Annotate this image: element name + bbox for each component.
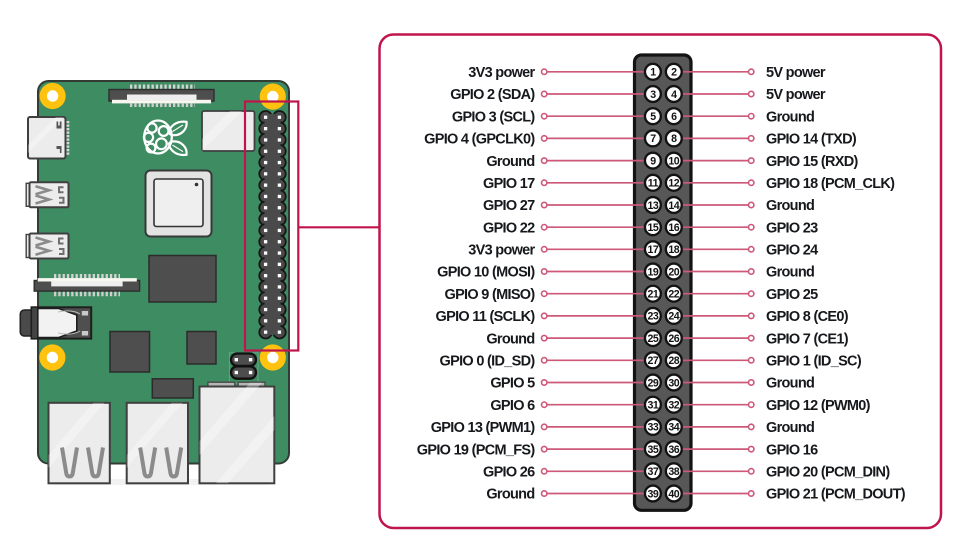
svg-text:GPIO 7 (CE1): GPIO 7 (CE1) — [766, 331, 849, 347]
svg-text:17: 17 — [648, 244, 659, 256]
svg-text:GPIO 27: GPIO 27 — [483, 198, 535, 214]
svg-text:8: 8 — [671, 133, 677, 145]
svg-text:34: 34 — [668, 422, 679, 434]
svg-text:30: 30 — [668, 377, 679, 389]
svg-text:GPIO 22: GPIO 22 — [483, 220, 535, 236]
svg-text:33: 33 — [648, 422, 659, 434]
svg-text:3V3 power: 3V3 power — [468, 65, 535, 81]
svg-text:12: 12 — [668, 178, 679, 190]
svg-text:GPIO 6: GPIO 6 — [490, 398, 535, 414]
svg-text:GPIO 15 (RXD): GPIO 15 (RXD) — [766, 154, 858, 170]
svg-text:Ground: Ground — [766, 265, 814, 281]
svg-text:GPIO 4 (GPCLK0): GPIO 4 (GPCLK0) — [424, 132, 535, 148]
svg-text:Ground: Ground — [486, 331, 534, 347]
svg-text:Ground: Ground — [766, 420, 814, 436]
svg-text:5V power: 5V power — [766, 87, 826, 103]
svg-text:38: 38 — [668, 466, 679, 478]
svg-text:37: 37 — [648, 466, 659, 478]
svg-text:GPIO 0 (ID_SD): GPIO 0 (ID_SD) — [440, 354, 536, 370]
svg-text:11: 11 — [648, 178, 659, 190]
svg-text:5V power: 5V power — [766, 65, 826, 81]
svg-text:GPIO 16: GPIO 16 — [766, 442, 818, 458]
svg-text:GPIO 20 (PCM_DIN): GPIO 20 (PCM_DIN) — [766, 465, 890, 481]
svg-text:22: 22 — [668, 289, 679, 301]
svg-text:16: 16 — [668, 222, 679, 234]
svg-text:GPIO 23: GPIO 23 — [766, 220, 818, 236]
svg-text:GPIO 18 (PCM_CLK): GPIO 18 (PCM_CLK) — [766, 176, 895, 192]
svg-text:GPIO 19 (PCM_FS): GPIO 19 (PCM_FS) — [417, 442, 536, 458]
svg-text:2: 2 — [671, 67, 677, 79]
svg-text:GPIO 11 (SCLK): GPIO 11 (SCLK) — [436, 309, 536, 325]
svg-text:9: 9 — [650, 155, 656, 167]
svg-text:18: 18 — [668, 244, 679, 256]
svg-text:5: 5 — [650, 111, 656, 123]
svg-text:14: 14 — [668, 200, 679, 212]
svg-text:GPIO 3 (SCL): GPIO 3 (SCL) — [452, 109, 536, 125]
svg-text:3V3 power: 3V3 power — [468, 243, 535, 259]
svg-text:32: 32 — [668, 400, 679, 412]
svg-text:Ground: Ground — [486, 487, 534, 503]
svg-text:Ground: Ground — [486, 154, 534, 170]
svg-text:35: 35 — [648, 444, 659, 456]
svg-text:15: 15 — [648, 222, 659, 234]
svg-text:13: 13 — [648, 200, 659, 212]
svg-text:Ground: Ground — [766, 198, 814, 214]
svg-text:GPIO 8 (CE0): GPIO 8 (CE0) — [766, 309, 849, 325]
svg-text:39: 39 — [648, 488, 659, 500]
svg-text:29: 29 — [648, 377, 659, 389]
svg-text:23: 23 — [648, 311, 659, 323]
svg-text:GPIO 25: GPIO 25 — [766, 287, 818, 303]
svg-text:26: 26 — [668, 333, 679, 345]
svg-text:GPIO 24: GPIO 24 — [766, 243, 818, 259]
svg-text:19: 19 — [648, 266, 659, 278]
svg-text:10: 10 — [668, 155, 679, 167]
svg-text:Ground: Ground — [766, 376, 814, 392]
svg-text:3: 3 — [650, 89, 656, 101]
svg-text:GPIO 1 (ID_SC): GPIO 1 (ID_SC) — [766, 354, 862, 370]
svg-text:GPIO 17: GPIO 17 — [483, 176, 535, 192]
svg-text:36: 36 — [668, 444, 679, 456]
svg-text:4: 4 — [671, 89, 677, 101]
svg-text:25: 25 — [648, 333, 659, 345]
svg-text:7: 7 — [650, 133, 656, 145]
svg-text:21: 21 — [648, 289, 659, 301]
svg-text:31: 31 — [648, 400, 659, 412]
svg-text:20: 20 — [668, 266, 679, 278]
svg-text:GPIO 10 (MOSI): GPIO 10 (MOSI) — [437, 265, 535, 281]
svg-text:GPIO 14 (TXD): GPIO 14 (TXD) — [766, 132, 857, 148]
svg-text:GPIO 5: GPIO 5 — [490, 376, 535, 392]
svg-text:GPIO 13 (PWM1): GPIO 13 (PWM1) — [431, 420, 536, 436]
svg-text:GPIO 26: GPIO 26 — [483, 465, 535, 481]
svg-text:6: 6 — [671, 111, 677, 123]
svg-text:GPIO 12 (PWM0): GPIO 12 (PWM0) — [766, 398, 871, 414]
svg-text:40: 40 — [668, 488, 679, 500]
svg-text:GPIO 9 (MISO): GPIO 9 (MISO) — [445, 287, 536, 303]
svg-text:GPIO 2 (SDA): GPIO 2 (SDA) — [450, 87, 535, 103]
svg-text:27: 27 — [648, 355, 659, 367]
svg-text:GPIO 21 (PCM_DOUT): GPIO 21 (PCM_DOUT) — [766, 487, 906, 503]
svg-text:1: 1 — [650, 67, 656, 79]
svg-text:28: 28 — [668, 355, 679, 367]
svg-text:Ground: Ground — [766, 109, 814, 125]
svg-text:24: 24 — [668, 311, 679, 323]
